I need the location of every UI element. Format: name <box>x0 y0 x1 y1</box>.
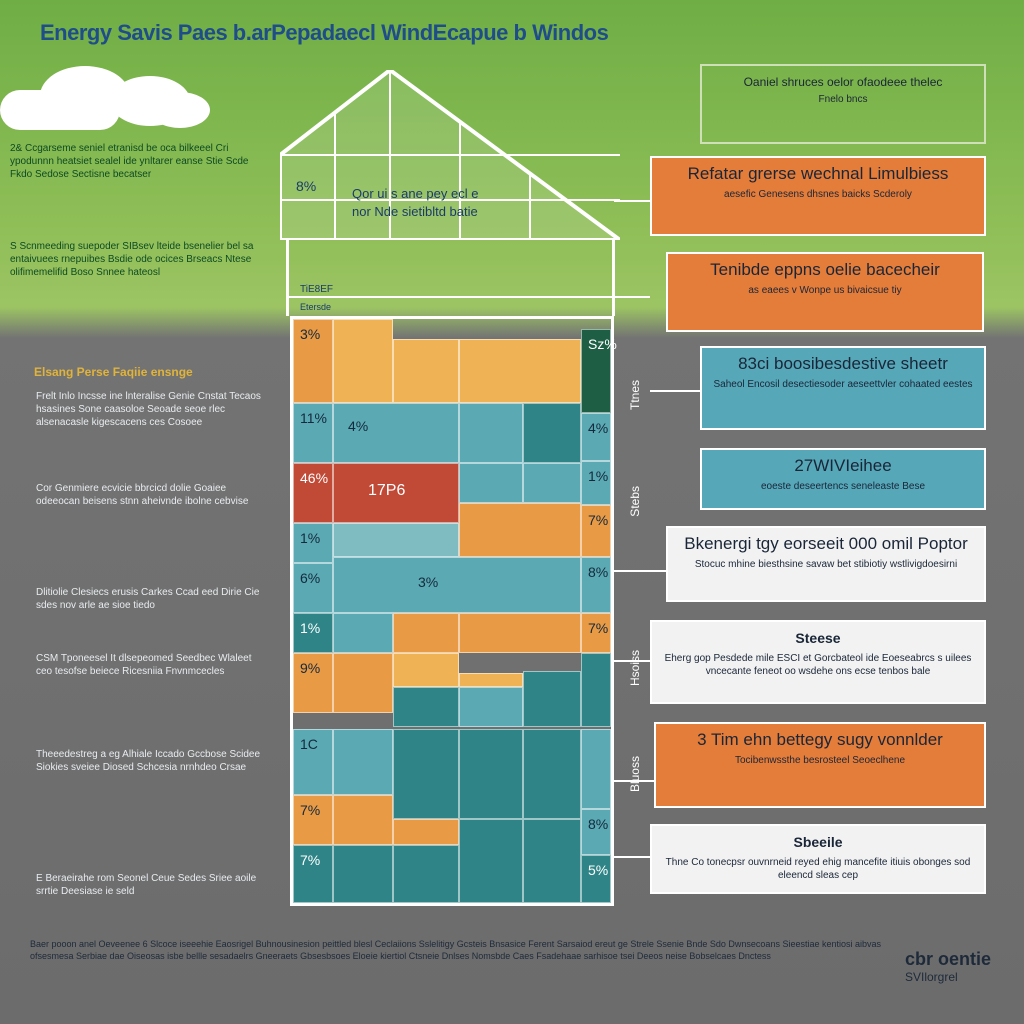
panel <box>523 671 581 727</box>
panel: 46% <box>293 463 333 523</box>
vertical-label-3: Hsoiss <box>628 650 642 687</box>
callout-6: Bkenergi tgy eorseeit 000 omil Poptor St… <box>666 526 986 602</box>
connector-line <box>614 856 650 858</box>
panel <box>459 687 523 727</box>
house-left-wall <box>286 240 289 316</box>
panel <box>459 613 581 653</box>
callout-4: 83ci boosibesdestive sheetr Saheol Encos… <box>700 346 986 430</box>
roof-text-2: nor Nde sietibltd batie <box>352 204 478 219</box>
left-note-3: Frelt Inlo Incsse ine lnteralise Genie C… <box>36 391 261 428</box>
house-floor-line <box>286 296 616 298</box>
panel <box>333 653 393 713</box>
panel <box>459 673 523 687</box>
panel: 4% <box>333 403 459 463</box>
left-note-8: E Beraeirahe rom Seonel Ceue Sedes Sriee… <box>36 873 257 897</box>
connector-line <box>650 390 700 392</box>
panel <box>393 729 459 819</box>
connector-line <box>614 780 654 782</box>
footer-text: Baer pooon anel Oeveenee 6 Slcoce iseeeh… <box>30 939 882 961</box>
page-title: Energy Savis Paes b.arPepadaecl WindEcap… <box>40 20 609 45</box>
panel <box>393 845 459 903</box>
floor-tag-2: Etersde <box>300 302 332 312</box>
panel <box>393 339 459 403</box>
house-roof-diagram <box>280 70 620 240</box>
left-note-6: CSM Tponeesel It dlsepeomed Seedbec Wlal… <box>36 653 252 677</box>
callout-5: 27WIVIeihee eoeste deseertencs seneleast… <box>700 448 986 510</box>
left-note-1: 2& Ccgarseme seniel etranisd be oca bilk… <box>10 143 249 180</box>
panel: 1% <box>581 461 611 505</box>
panel <box>581 653 611 727</box>
building-window-grid: 3% Sz% 11% 4% 4% 46% 17P6 1% 7% 1% 6% 3%… <box>290 316 617 906</box>
callout-8: 3 Tim ehn bettegy sugy vonnlder Tocibenw… <box>654 722 986 808</box>
panel <box>523 819 581 903</box>
panel: 7% <box>293 795 333 845</box>
panel: 11% <box>293 403 333 463</box>
panel: 1% <box>293 523 333 563</box>
brand-logo: cbr oentie SVIlorgrel <box>905 949 992 984</box>
panel <box>523 463 581 503</box>
panel <box>393 613 459 653</box>
panel: 5% <box>581 855 611 903</box>
callout-1: Oaniel shruces oelor ofaodeee thelec Fne… <box>700 64 986 144</box>
panel: 1C <box>293 729 333 795</box>
panel: 17P6 <box>333 463 459 523</box>
roof-text-1: Qor ui s ane pey ecl e <box>352 186 479 201</box>
panel: 7% <box>581 505 611 557</box>
panel <box>333 795 393 845</box>
connector-line <box>614 570 668 572</box>
callout-2: Refatar grerse wechnal Limulbiess aesefi… <box>650 156 986 236</box>
vertical-label-1: Ttnes <box>628 380 642 411</box>
panel: 7% <box>581 613 611 653</box>
panel <box>333 523 459 557</box>
panel: 4% <box>581 413 611 461</box>
panel <box>523 403 581 463</box>
callout-3: Tenibde eppns oelie bacecheir as eaees v… <box>666 252 984 332</box>
panel <box>459 819 523 903</box>
panel <box>459 729 523 819</box>
panel <box>459 503 581 557</box>
panel <box>581 729 611 809</box>
vertical-label-4: Bluoss <box>628 756 642 793</box>
left-note-5: Dlitiolie Clesiecs erusis Carkes Ccad ee… <box>36 587 260 611</box>
callout-7: Steese Eherg gop Pesdede mile ESCI et Go… <box>650 620 986 704</box>
connector-line <box>614 200 650 202</box>
panel: 8% <box>581 557 611 613</box>
left-note-7: Theeedestreg a eg Alhiale Iccado Gccbose… <box>36 749 261 773</box>
panel: 3% <box>293 319 333 403</box>
callout-9: Sbeeile Thne Co tonecpsr ouvnrneid reyed… <box>650 824 986 894</box>
connector-line <box>614 296 650 298</box>
left-note-4: Cor Genmiere ecvicie bbrcicd dolie Goaie… <box>36 483 249 507</box>
panel: 8% <box>581 809 611 855</box>
connector-line <box>614 660 650 662</box>
panel <box>393 819 459 845</box>
panel: 7% <box>293 845 333 903</box>
panel <box>333 845 393 903</box>
panel: 1% <box>293 613 333 653</box>
panel <box>459 463 523 503</box>
panel: 6% <box>293 563 333 613</box>
house-right-wall <box>612 240 615 316</box>
panel <box>459 403 523 463</box>
panel: Sz% <box>581 329 617 413</box>
panel <box>333 613 393 653</box>
panel: 3% <box>333 557 581 613</box>
panel: 9% <box>293 653 333 713</box>
roof-badge: 8% <box>296 178 317 194</box>
panel <box>459 339 581 403</box>
left-note-2: S Scnmeeding suepoder SIBsev lteide bsen… <box>10 241 254 278</box>
panel <box>333 319 393 403</box>
vertical-label-2: Stebs <box>628 486 642 517</box>
panel <box>523 729 581 819</box>
panel <box>393 653 459 687</box>
panel <box>393 687 459 727</box>
floor-tag: TiE8EF <box>300 284 333 295</box>
left-note-heading: Elsang Perse Faqiie ensnge <box>34 365 193 379</box>
panel <box>333 729 393 795</box>
